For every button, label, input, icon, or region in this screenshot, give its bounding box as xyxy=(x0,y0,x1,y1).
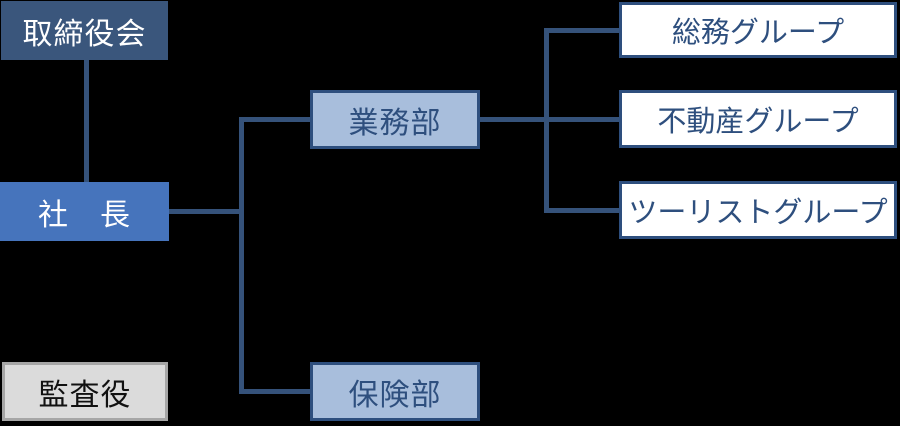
node-insurance-department-label: 保険部 xyxy=(348,378,442,412)
connector-president-out xyxy=(168,209,244,214)
node-auditor-label: 監査役 xyxy=(38,378,132,412)
node-real-estate-group-label: 不動産グループ xyxy=(657,106,859,138)
connector-to-business-dept xyxy=(244,117,310,122)
node-auditor: 監査役 xyxy=(2,362,168,421)
node-business-department: 業務部 xyxy=(310,90,480,149)
node-insurance-department: 保険部 xyxy=(310,362,480,421)
connector-left-spine xyxy=(239,117,244,394)
connector-to-tourist xyxy=(549,208,619,213)
connector-to-general-affairs xyxy=(549,28,619,33)
node-real-estate-group: 不動産グループ xyxy=(619,90,897,148)
connector-board-president xyxy=(84,60,89,183)
connector-business-to-realestate xyxy=(480,117,619,122)
connector-to-insurance-dept xyxy=(244,389,310,394)
node-general-affairs-group-label: 総務グループ xyxy=(671,17,845,49)
node-board-of-directors: 取締役会 xyxy=(1,1,168,60)
node-tourist-group-label: ツーリストグループ xyxy=(628,197,888,229)
node-president-label: 社 長 xyxy=(38,198,131,232)
node-tourist-group: ツーリストグループ xyxy=(619,181,897,239)
node-business-department-label: 業務部 xyxy=(348,106,442,140)
node-board-of-directors-label: 取締役会 xyxy=(22,17,147,51)
node-president: 社 長 xyxy=(0,182,169,241)
node-general-affairs-group: 総務グループ xyxy=(619,2,897,58)
connector-right-spine xyxy=(544,28,549,213)
